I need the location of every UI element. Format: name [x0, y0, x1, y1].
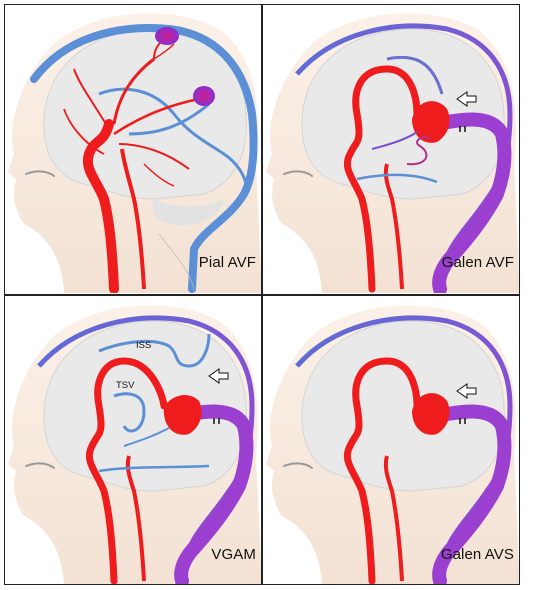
- straight-sinus: [430, 112, 512, 293]
- tsv-vein: [113, 392, 146, 433]
- eye-line: [25, 170, 55, 177]
- vertebral-artery: [383, 455, 404, 582]
- pial-avf-illustration: [8, 13, 262, 293]
- panel-pial-avf: Pial AVF: [4, 4, 262, 293]
- carotid-artery: [343, 357, 421, 585]
- horizontal-divider: [4, 294, 520, 296]
- deep-vein: [98, 87, 248, 185]
- drain-vein: [356, 173, 438, 184]
- drain-vein: [98, 464, 210, 473]
- nidus-posterior: [193, 86, 215, 106]
- inferior-sagittal-sinus-vein: [98, 333, 211, 368]
- vein-branch: [128, 102, 210, 136]
- eye-line: [25, 462, 55, 469]
- artery-branch: [63, 108, 105, 155]
- feeder-artery: [371, 131, 418, 150]
- sagittal-sinus: [37, 315, 255, 567]
- median-prosencephalic-vein: [163, 394, 202, 435]
- carotid-artery: [343, 65, 421, 293]
- panel-label: Galen AVS: [440, 546, 514, 563]
- eye-line: [283, 170, 313, 177]
- drain-vein: [123, 427, 170, 447]
- carotid-artery: [82, 119, 119, 293]
- vertebral-artery: [120, 148, 146, 290]
- artery-branch: [112, 57, 155, 125]
- annotation-tsv: TSV: [116, 380, 135, 391]
- panel-label: VGAM: [211, 546, 256, 563]
- drain-vein: [386, 55, 444, 95]
- flow-arrow: [456, 383, 477, 399]
- neck-line: [158, 233, 195, 290]
- artery-branch: [113, 97, 200, 136]
- sagittal-sinus: [295, 315, 513, 567]
- artery-branch: [73, 68, 110, 130]
- flow-arrow: [208, 368, 229, 384]
- galen-avf-illustration: [266, 13, 520, 293]
- sagittal-sinus: [295, 23, 513, 275]
- annotation-iss: ISS: [136, 340, 152, 351]
- panel-label: Pial AVF: [198, 254, 256, 271]
- artery-branch: [118, 143, 190, 170]
- straight-sinus: [430, 404, 512, 585]
- galen-avs-illustration: [266, 305, 520, 585]
- artery-branch: [153, 43, 175, 60]
- artery-branch: [143, 163, 175, 187]
- carotid-artery: [85, 357, 168, 585]
- vein-of-galen-aneurysm: [412, 101, 450, 143]
- panel-galen-avs: Galen AVS: [262, 296, 520, 585]
- falcine-sinus: [172, 404, 254, 585]
- nidus-superior: [155, 27, 179, 45]
- double-arrow-icon: [213, 418, 220, 424]
- vgam-illustration: [8, 305, 262, 585]
- flow-arrow: [456, 91, 477, 107]
- panel-galen-avf: Galen AVF: [262, 4, 520, 293]
- double-arrow-icon: [459, 418, 466, 424]
- cerebellum: [152, 199, 224, 226]
- panel-label: Galen AVF: [441, 254, 514, 271]
- eye-line: [283, 462, 313, 469]
- feeder-artery: [406, 136, 431, 166]
- superior-sagittal-sinus: [30, 24, 258, 293]
- double-arrow-icon: [459, 126, 466, 132]
- panel-vgam: ISS TSV VGAM: [4, 296, 262, 585]
- vertebral-artery: [125, 455, 146, 582]
- vein-of-galen: [412, 393, 450, 435]
